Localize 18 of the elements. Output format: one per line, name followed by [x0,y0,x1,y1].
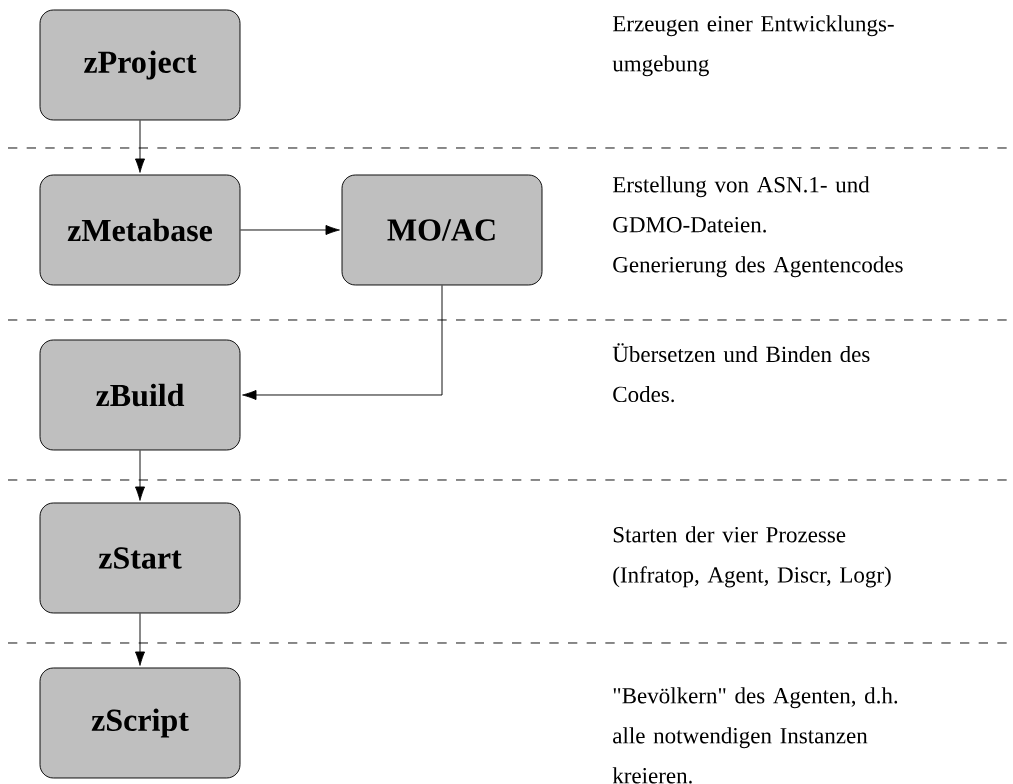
process-box: zScript [39,667,241,779]
process-box: zProject [39,9,241,121]
process-box: zBuild [39,339,241,451]
description-text: Generierung des Agentencodes [613,256,903,278]
description-text: Starten der vier Prozesse [613,526,846,543]
arrow [242,285,443,401]
description-text: Übersetzen und Binden des Codes. [612,343,870,403]
description-text: "Bevölkern" des Agenten, d.h. alle notwendigen Instanzen kreieren. [612,687,898,784]
process-box: zMetabase [39,174,241,286]
arrow [240,224,340,236]
arrow [134,120,146,173]
description-text: Erzeugen einer Entwicklungs- umgebung [612,15,894,77]
process-box: MO/AC [341,174,543,286]
description-text: Erstellung von ASN.1- und GDMO-Dateien. [612,176,870,233]
arrow [134,613,146,666]
arrow [134,450,146,501]
process-box: zStart [39,502,241,614]
description-text: (Infratop, Agent, Discr, Logr) [613,566,891,588]
